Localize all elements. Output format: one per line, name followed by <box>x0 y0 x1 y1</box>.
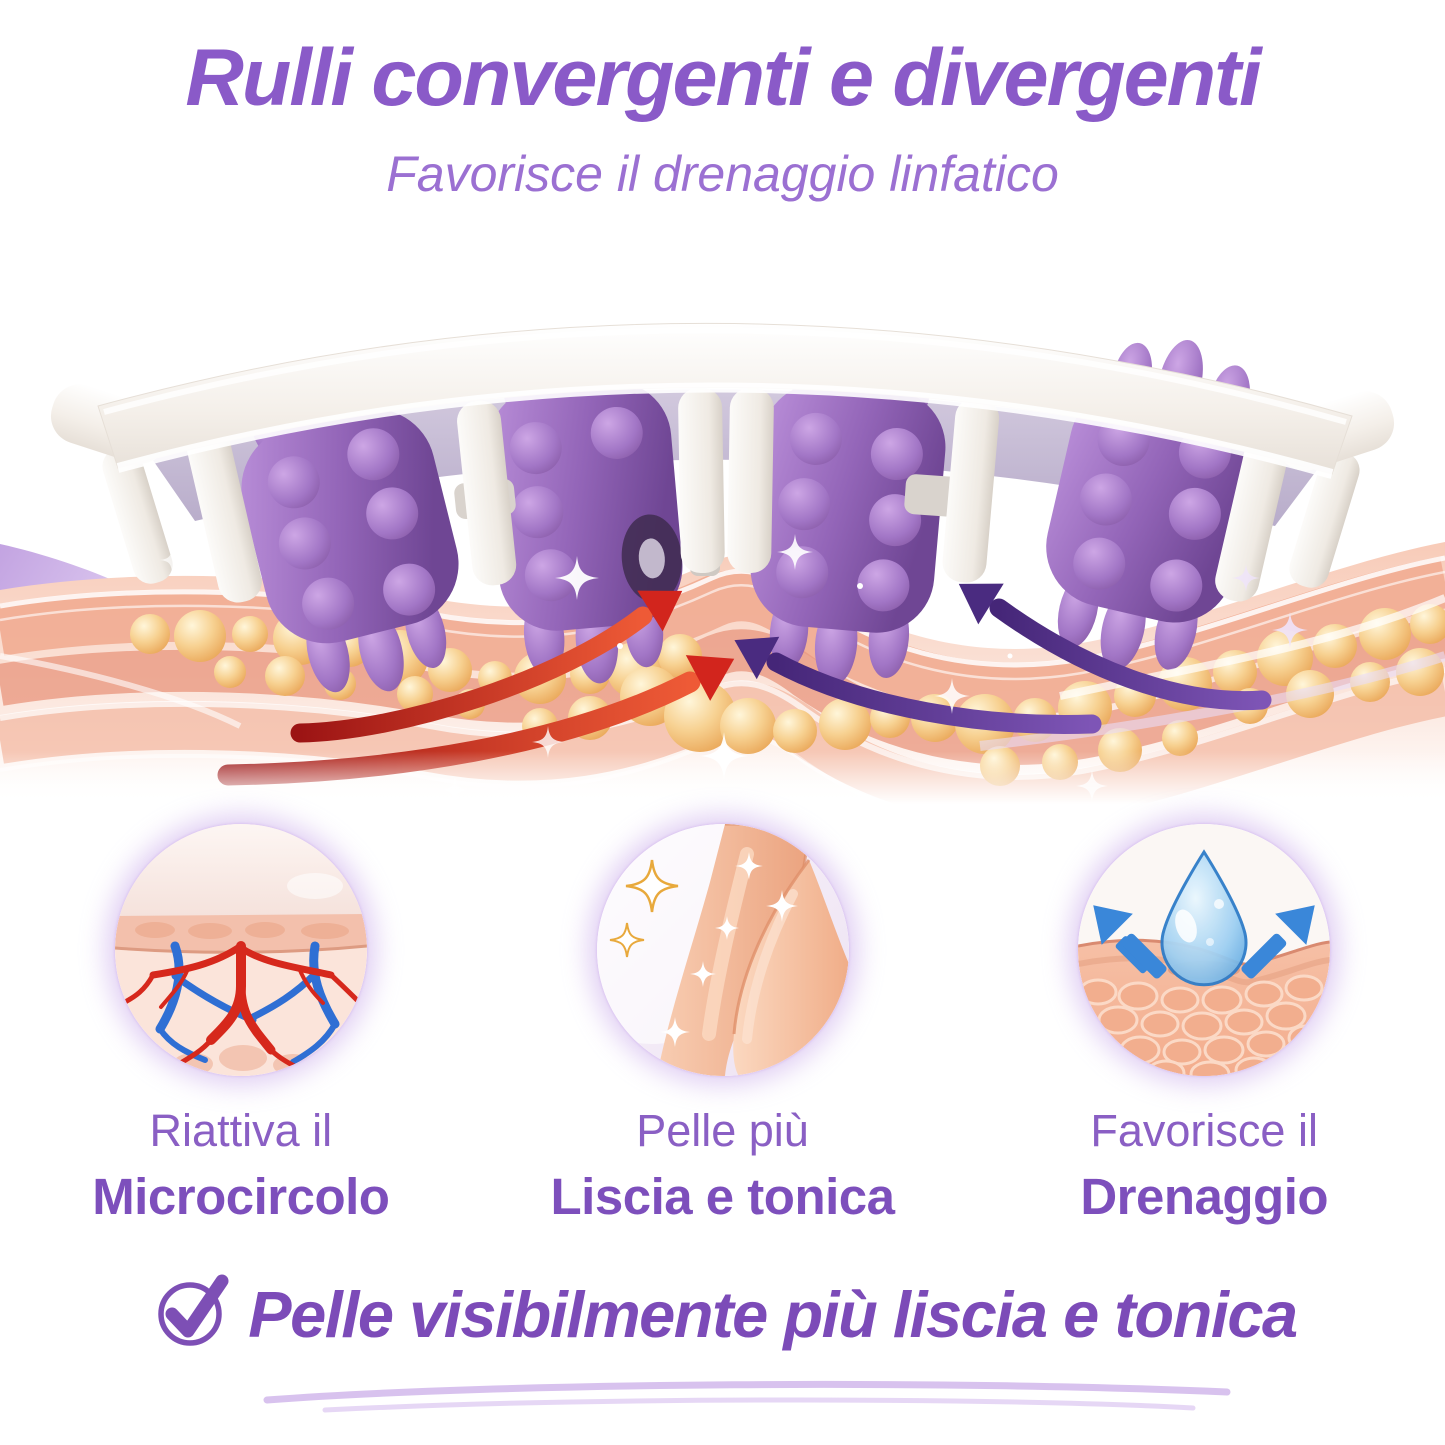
sparkle-stars <box>160 534 1308 804</box>
skin-cross-section-with-fat-cells <box>0 322 1445 831</box>
microcirculation-vessels-icon <box>114 824 367 1076</box>
hero-illustration <box>0 226 1445 831</box>
benefit-line1: Riattiva il <box>149 1105 333 1156</box>
benefit-line2: Microcircolo <box>92 1168 390 1225</box>
benefit-caption: Favorisce il Drenaggio <box>1080 1104 1328 1227</box>
page-subtitle: Favorisce il drenaggio linfatico <box>386 146 1059 203</box>
drain-arrows <box>1093 905 1315 979</box>
check-circle-icon <box>148 1264 240 1356</box>
purple-nub-rollers <box>241 328 1258 693</box>
benefit-drenaggio: Favorisce il Drenaggio <box>963 824 1445 1227</box>
claim-text: Pelle visibilmente più liscia e tonica <box>248 1277 1298 1351</box>
benefit-line2: Liscia e tonica <box>550 1168 895 1225</box>
benefit-line1: Favorisce il <box>1090 1105 1318 1156</box>
benefits-row: Riattiva il Microcircolo <box>0 824 1445 1227</box>
benefit-caption: Pelle più Liscia e tonica <box>551 1104 895 1227</box>
water-drop-drainage-icon <box>1078 824 1331 1076</box>
benefit-line1: Pelle più <box>636 1105 809 1156</box>
smooth-legs-sparkle-icon <box>596 824 849 1076</box>
benefit-line2: Drenaggio <box>1080 1168 1329 1225</box>
benefit-microcircolo: Riattiva il Microcircolo <box>0 824 482 1227</box>
benefit-pelle-liscia: Pelle più Liscia e tonica <box>482 824 964 1227</box>
benefit-caption: Riattiva il Microcircolo <box>92 1104 390 1227</box>
page-title: Rulli convergenti e divergenti <box>185 33 1261 123</box>
claim-row: Pelle visibilmente più liscia e tonica <box>0 1272 1445 1356</box>
purple-diverging-arrows <box>723 563 1272 734</box>
header: Rulli convergenti e divergenti Favorisce… <box>0 33 1445 203</box>
device-struts <box>102 387 1360 603</box>
massage-roller-device <box>50 322 1395 693</box>
brush-stroke-underline <box>255 1374 1240 1420</box>
